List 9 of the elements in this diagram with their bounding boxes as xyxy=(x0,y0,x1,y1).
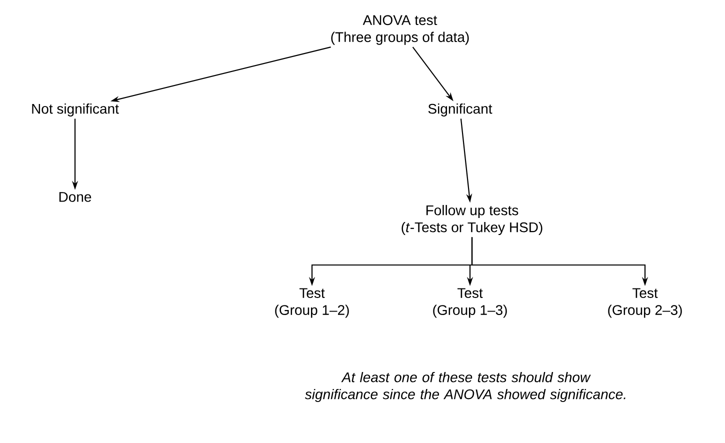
step-label: Not significant xyxy=(32,103,119,117)
step-label: Done xyxy=(59,192,92,202)
step-label: Significant xyxy=(428,103,492,117)
note-text: At least one of these tests should show significance since the ANOVA showed significance. xyxy=(304,372,626,402)
step-label: ANOVA test (Three groups of data) xyxy=(331,15,469,45)
step-label: Follow up tests (t-Tests or Tukey HSD) xyxy=(402,204,542,236)
step-label: Test (Group 1–2) xyxy=(275,288,349,318)
step-label: Test (Group 2–3) xyxy=(608,288,682,318)
step-label: Test (Group 1–3) xyxy=(433,288,507,318)
